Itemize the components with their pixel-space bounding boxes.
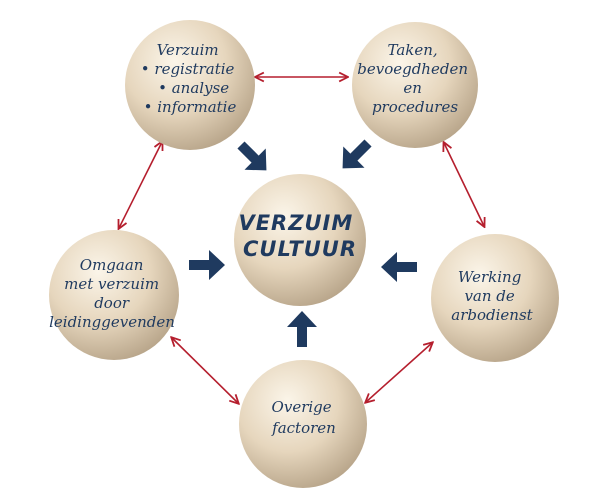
node-omgaan-line-4: leidinggevenden — [49, 313, 175, 331]
arrow-from-arbodienst — [381, 252, 417, 282]
node-taken-line-3: en — [403, 79, 422, 97]
node-omgaan-line-2: met verzuim — [64, 275, 159, 293]
arrow-from-overige — [287, 311, 317, 347]
node-verzuim-line-1: Verzuim — [157, 41, 219, 59]
node-taken-text: Taken, bevoegdheden en procedures — [357, 41, 473, 116]
node-omgaan-line-3: door — [94, 294, 130, 312]
circles — [49, 20, 559, 488]
node-arbodienst-line-3: arbodienst — [451, 306, 533, 324]
node-arbodienst-text: Werking van de arbodienst — [451, 268, 533, 324]
circle-center — [234, 174, 366, 306]
node-overige-line-1: Overige — [272, 398, 332, 416]
node-taken-line-2: bevoegdheden — [357, 60, 468, 78]
arrow-from-verzuim — [237, 141, 267, 171]
link-taken-arbodienst — [444, 143, 484, 226]
node-verzuim-text: Verzuim • registratie • analyse • inform… — [141, 41, 239, 116]
arrow-from-omgaan — [189, 250, 225, 280]
node-taken-line-4: procedures — [372, 98, 458, 116]
circle-verzuim — [125, 20, 255, 150]
node-arbodienst-line-1: Werking — [458, 268, 521, 286]
arrow-from-taken — [342, 139, 372, 169]
node-arbodienst-line-2: van de — [464, 287, 514, 305]
circle-overige — [239, 360, 367, 488]
node-verzuim-line-4: • informatie — [144, 98, 237, 116]
center-title-line-1: VERZUIM — [238, 211, 353, 235]
node-verzuim-line-2: • registratie — [141, 60, 235, 78]
circle-arbodienst — [431, 234, 559, 362]
link-overige-omgaan — [172, 338, 238, 403]
node-omgaan-text: Omgaan met verzuim door leidinggevenden — [49, 256, 175, 331]
circle-omgaan — [49, 230, 179, 360]
block-arrows — [189, 139, 417, 347]
link-arbodienst-overige — [366, 343, 432, 402]
center-title: VERZUIM CULTUUR — [238, 211, 361, 261]
node-overige-text: Overige factoren — [271, 398, 336, 437]
node-overige-line-2: factoren — [271, 419, 336, 437]
circle-taken — [352, 22, 478, 148]
link-omgaan-verzuim — [119, 142, 162, 228]
node-omgaan-line-1: Omgaan — [80, 256, 144, 274]
node-taken-line-1: Taken, — [388, 41, 438, 59]
node-verzuim-line-3: • analyse — [158, 79, 229, 97]
center-title-line-2: CULTUUR — [243, 237, 357, 261]
link-arrows — [119, 77, 484, 403]
